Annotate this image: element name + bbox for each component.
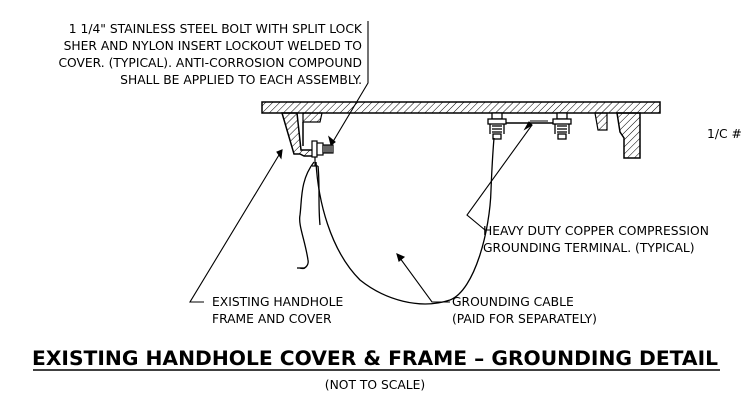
- bolt-note-line-3: COVER. (TYPICAL). ANTI-CORROSION COMPOUN…: [58, 56, 362, 70]
- title-block: EXISTING HANDHOLE COVER & FRAME – GROUND…: [32, 347, 720, 392]
- terminal-note-line-2: GROUNDING TERMINAL. (TYPICAL): [483, 241, 695, 255]
- cover-plate: [261, 101, 661, 114]
- frame-right-leg: [616, 112, 641, 159]
- bolt-note-line-4: SHALL BE APPLIED TO EACH ASSEMBLY.: [120, 73, 362, 87]
- cable-note-line-1: GROUNDING CABLE: [452, 295, 574, 309]
- frame-note: EXISTING HANDHOLE FRAME AND COVER: [212, 295, 343, 326]
- scale-note: (NOT TO SCALE): [325, 378, 425, 392]
- terminal-note: HEAVY DUTY COPPER COMPRESSION GROUNDING …: [483, 224, 709, 255]
- bolt-note-line-1: 1 1/4" STAINLESS STEEL BOLT WITH SPLIT L…: [69, 22, 363, 36]
- bolt-note: 1 1/4" STAINLESS STEEL BOLT WITH SPLIT L…: [58, 22, 362, 87]
- bolt-assembly: [311, 140, 334, 167]
- terminal-note-line-1: HEAVY DUTY COPPER COMPRESSION: [483, 224, 709, 238]
- grounding-cable: [297, 137, 495, 305]
- grounding-terminals: [487, 112, 572, 140]
- cover-rib-right: [594, 112, 608, 131]
- terminal-right: [552, 112, 572, 140]
- leader-lines: [189, 21, 533, 303]
- cable-note: GROUNDING CABLE (PAID FOR SEPARATELY): [452, 295, 597, 326]
- cover-rib-left: [302, 112, 323, 123]
- terminal-left: [487, 112, 507, 140]
- detail-title: EXISTING HANDHOLE COVER & FRAME – GROUND…: [32, 347, 718, 370]
- bolt-note-line-2: SHER AND NYLON INSERT LOCKOUT WELDED TO: [64, 39, 362, 53]
- conductor-note: 1/C #: [707, 127, 742, 141]
- cable-note-line-2: (PAID FOR SEPARATELY): [452, 312, 597, 326]
- frame-note-line-1: EXISTING HANDHOLE: [212, 295, 343, 309]
- handhole-cover-and-frame: [261, 101, 661, 159]
- frame-note-line-2: FRAME AND COVER: [212, 312, 332, 326]
